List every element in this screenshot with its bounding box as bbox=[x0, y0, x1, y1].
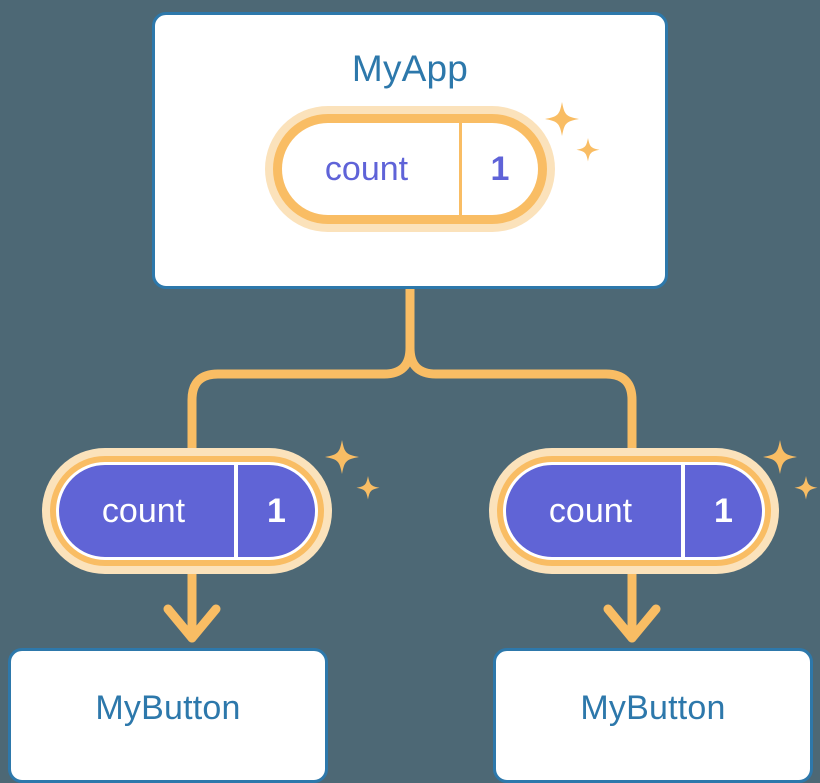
tree-connector-left-branch bbox=[187, 283, 415, 453]
state-pill-value: 1 bbox=[234, 465, 315, 557]
state-pill-value: 1 bbox=[681, 465, 762, 557]
sparkle-small-icon bbox=[356, 476, 380, 500]
state-pill-value: 1 bbox=[459, 123, 538, 215]
sparkle-small-icon bbox=[794, 476, 818, 500]
state-pill-body: count 1 bbox=[503, 462, 765, 560]
state-pill-key: count bbox=[548, 491, 633, 530]
state-pill-body: count 1 bbox=[282, 123, 538, 215]
tree-connector-right-branch bbox=[405, 283, 637, 453]
state-pill-body: count 1 bbox=[56, 462, 318, 560]
state-pill-myapp[interactable]: count 1 bbox=[265, 106, 555, 232]
arrow-down-left-head bbox=[163, 604, 221, 643]
state-pill-key: count bbox=[101, 491, 186, 530]
state-pill-child-right[interactable]: count 1 bbox=[489, 448, 779, 574]
arrow-down-right-head bbox=[603, 604, 661, 643]
myapp-card-title: MyApp bbox=[351, 48, 469, 89]
mybutton-card-right[interactable]: MyButton bbox=[493, 648, 813, 783]
state-pill-child-left[interactable]: count 1 bbox=[42, 448, 332, 574]
state-pill-key: count bbox=[324, 149, 409, 188]
mybutton-card-title: MyButton bbox=[580, 689, 726, 727]
mybutton-card-left[interactable]: MyButton bbox=[8, 648, 328, 783]
mybutton-card-title: MyButton bbox=[95, 689, 241, 727]
